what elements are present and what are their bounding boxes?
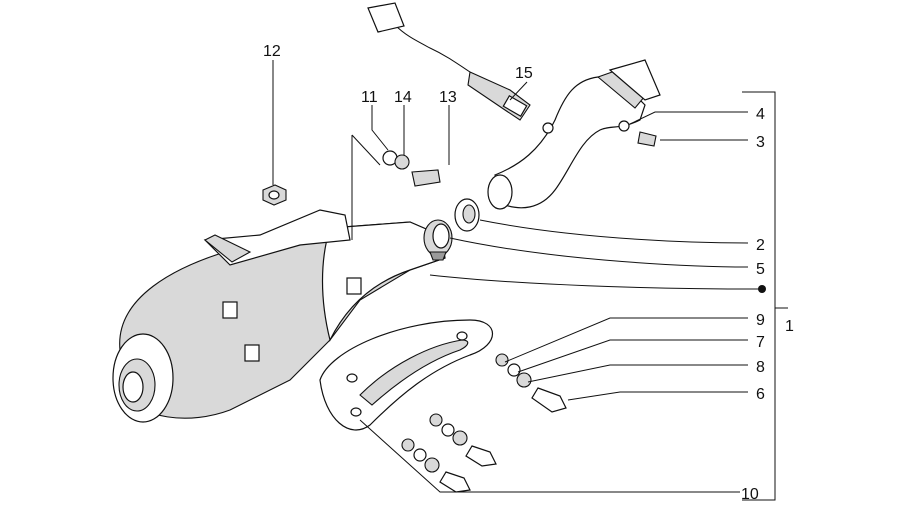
gasket xyxy=(454,198,480,232)
exhaust-pipe xyxy=(487,59,661,210)
callout-7: 7 xyxy=(756,334,765,351)
callout-9: 9 xyxy=(756,312,765,329)
oxygen-sensor xyxy=(367,2,531,121)
callout-5: 5 xyxy=(756,261,765,278)
callout-4: 4 xyxy=(756,106,765,123)
callout-14: 14 xyxy=(394,89,412,106)
callout-15: 15 xyxy=(515,65,533,82)
heat-shield xyxy=(319,319,494,431)
muffler xyxy=(119,209,446,419)
small-bolt xyxy=(618,120,657,147)
clamp xyxy=(423,219,453,261)
washers-bolt-top xyxy=(382,150,441,187)
callout-8: 8 xyxy=(756,359,765,376)
callout-10: 10 xyxy=(741,486,759,503)
nut xyxy=(262,184,287,206)
lower-fasteners xyxy=(401,353,567,493)
callout-13: 13 xyxy=(439,89,457,106)
callout-12: 12 xyxy=(263,43,281,60)
callout-3: 3 xyxy=(756,134,765,151)
reference-dot xyxy=(758,285,766,293)
callout-11: 11 xyxy=(361,89,378,106)
callout-labels: 1 2 3 4 5 6 7 8 9 10 11 12 13 14 15 xyxy=(263,43,794,503)
leader-lines xyxy=(272,60,788,501)
callout-6: 6 xyxy=(756,386,765,403)
callout-1: 1 xyxy=(785,318,794,335)
tailpipe xyxy=(112,333,174,423)
callout-2: 2 xyxy=(756,237,765,254)
mounting-brackets xyxy=(222,277,362,362)
